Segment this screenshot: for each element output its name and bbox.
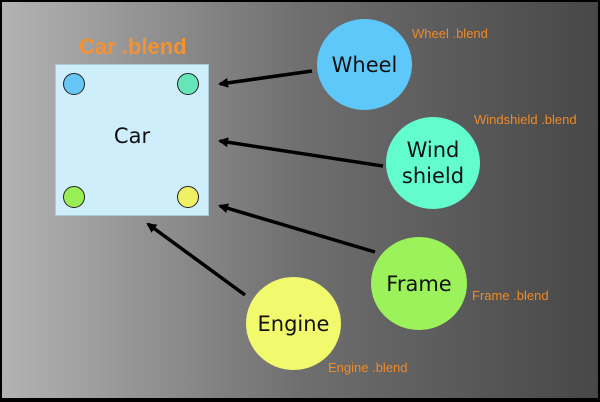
wheel-node: Wheel <box>317 19 412 110</box>
wheel-file-label: Wheel .blend <box>412 26 488 41</box>
frame-file-label: Frame .blend <box>472 288 549 303</box>
windshield-node-label: Wind shield <box>401 138 465 188</box>
car-slot-engine <box>177 186 199 208</box>
frame-node-label: Frame <box>386 271 452 296</box>
engine-file-label: Engine .blend <box>328 360 408 375</box>
car-box: Car <box>55 64 209 216</box>
arrow-frame-to-car <box>218 203 376 254</box>
arrow-windshield-to-car <box>218 137 384 168</box>
windshield-file-label: Windshield .blend <box>474 112 577 127</box>
engine-node: Engine <box>246 277 341 370</box>
diagram-canvas: Car .blend Car Wheel Wheel .blend Wind s… <box>2 2 598 398</box>
engine-node-label: Engine <box>257 311 330 336</box>
car-file-label: Car .blend <box>79 34 187 59</box>
arrow-engine-to-car <box>146 222 247 297</box>
arrow-wheel-to-car <box>218 69 313 88</box>
wheel-node-label: Wheel <box>331 52 398 77</box>
car-box-label: Car <box>113 124 151 148</box>
car-slot-wheel <box>63 73 85 95</box>
car-slot-windshield <box>177 73 199 95</box>
frame-node: Frame <box>371 237 467 330</box>
windshield-node: Wind shield <box>386 117 480 209</box>
arrows-layer <box>146 69 384 297</box>
car-slot-frame <box>63 186 85 208</box>
